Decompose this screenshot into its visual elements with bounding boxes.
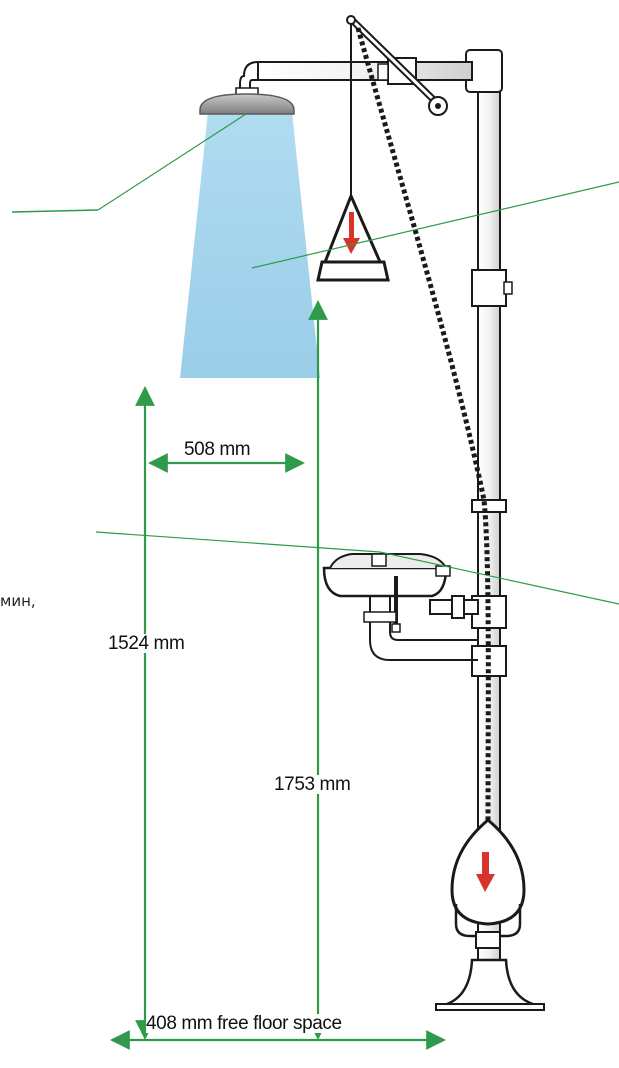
cropped-side-text: мин, — [0, 592, 36, 610]
shower-width-label: 508 mm — [184, 439, 251, 460]
eyewash-height-label: 1524 mm — [108, 633, 185, 654]
shower-head-icon — [199, 15, 473, 116]
triangle-pull-handle-icon — [316, 24, 390, 282]
water-spray — [180, 112, 320, 378]
foot-treadle-icon — [435, 818, 545, 1011]
eyewash-bowl-icon — [322, 553, 479, 661]
pull-chain — [355, 27, 491, 831]
dimension-arrows — [110, 300, 446, 1050]
floor-space-label: 408 mm free floor space — [146, 1013, 342, 1034]
shower-height-label: 1753 mm — [274, 774, 351, 795]
